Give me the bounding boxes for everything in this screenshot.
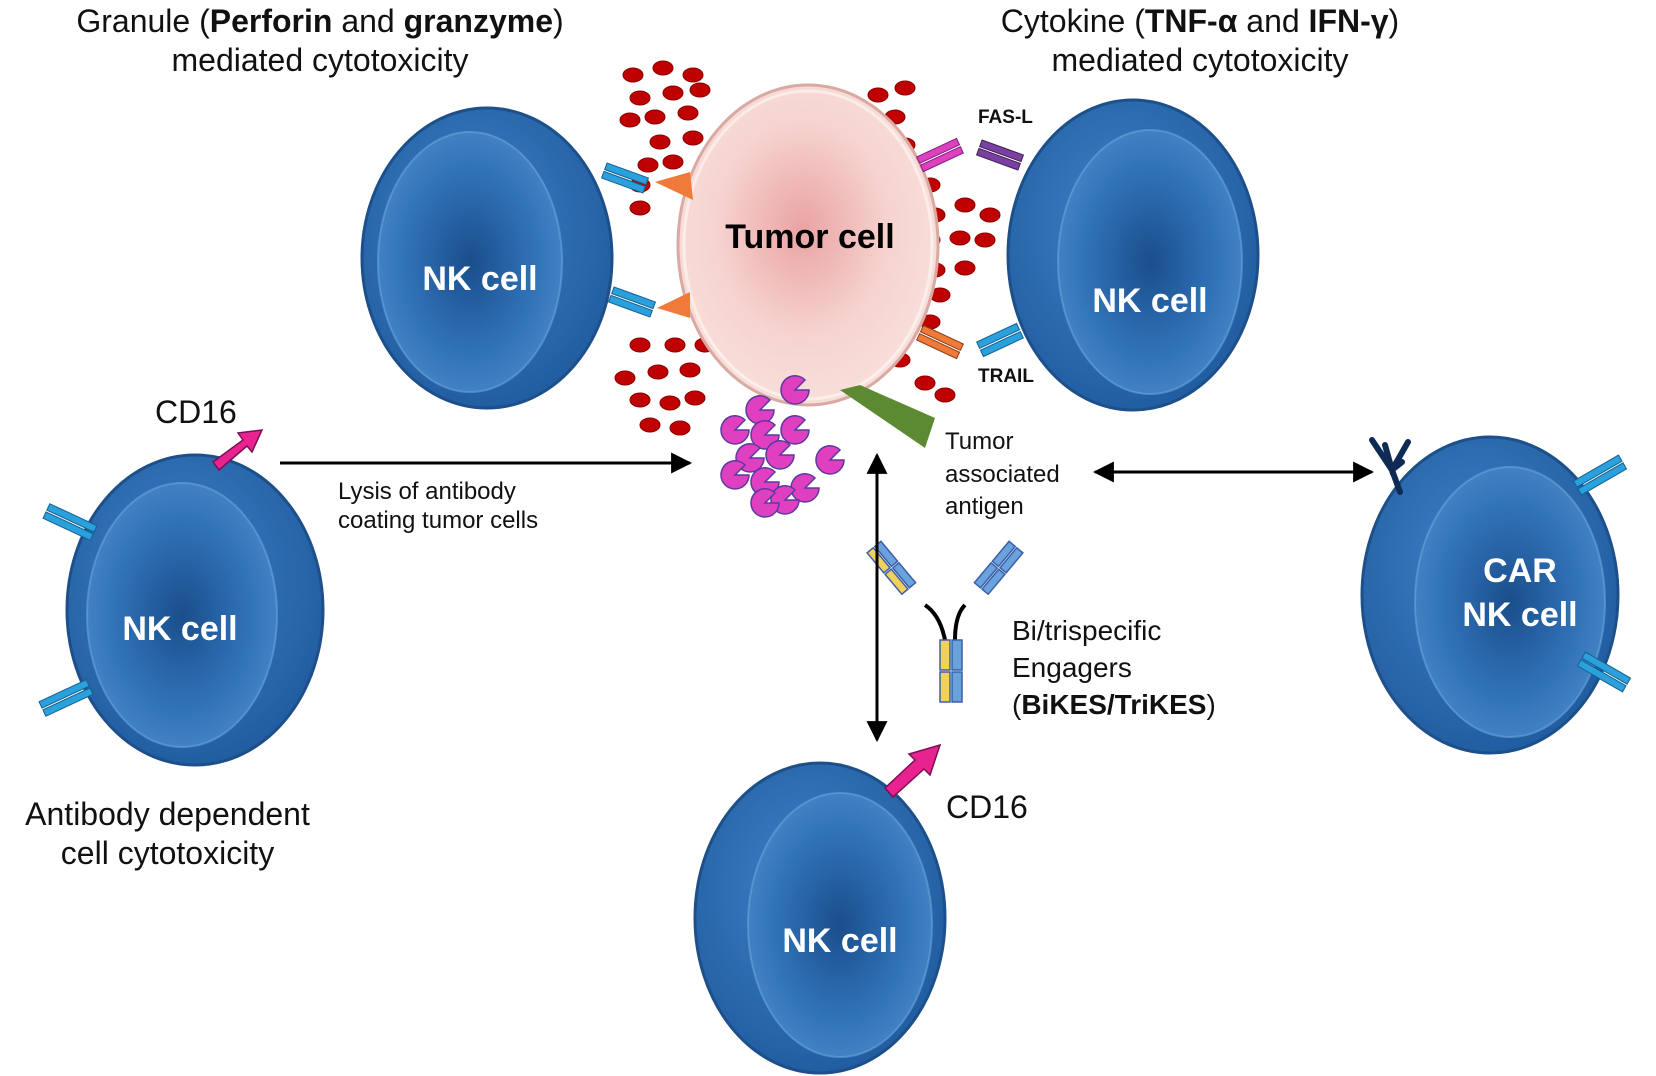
bike-bold: BiKES/TriKES bbox=[1021, 689, 1207, 721]
perforin-fragments bbox=[720, 375, 845, 518]
nk-label-bottom: NK cell bbox=[782, 922, 898, 960]
nk-cell-top-right bbox=[1006, 98, 1260, 412]
nk-label-top-right: NK cell bbox=[1092, 282, 1208, 320]
trail-receptor bbox=[916, 324, 964, 360]
car-label-line1: CAR bbox=[1483, 552, 1557, 590]
fasl-ligand bbox=[975, 139, 1025, 171]
granules-left bbox=[614, 60, 721, 436]
nk-cell-left bbox=[65, 453, 325, 767]
tumor-cell-label: Tumor cell bbox=[725, 218, 895, 256]
cytokine-tnf: TNF-α bbox=[1144, 3, 1238, 39]
receptor-left-upper bbox=[42, 503, 98, 541]
bike-pre: ( bbox=[1012, 689, 1022, 721]
adcc-line2: cell cytotoxicity bbox=[60, 835, 275, 872]
granule-line2: mediated cytotoxicity bbox=[171, 42, 469, 79]
car-receptor-icon bbox=[1369, 437, 1411, 495]
tumor-cell bbox=[676, 83, 940, 407]
cd16-arrow-bottom bbox=[883, 743, 942, 799]
bike-line1: Bi/trispecific bbox=[1012, 615, 1162, 646]
cd16-arrow-left bbox=[211, 429, 264, 472]
car-nk-label: CAR NK cell bbox=[1440, 550, 1600, 637]
cytokine-line2: mediated cytotoxicity bbox=[1051, 42, 1349, 79]
receptor-top-left-upper bbox=[600, 162, 650, 194]
nk-cell-bottom bbox=[693, 761, 947, 1075]
bike-engager-icon bbox=[866, 540, 1024, 703]
receptor-left-lower bbox=[38, 679, 94, 717]
nk-label-top-left: NK cell bbox=[422, 260, 538, 298]
cytokine-ifn: IFN-γ bbox=[1308, 3, 1389, 39]
car-nk-cell bbox=[1360, 435, 1620, 755]
tumor-antigen-shape bbox=[840, 385, 935, 448]
cytokine-title: Cytokine (TNF-α and IFN-γ) mediated cyto… bbox=[900, 2, 1500, 80]
lysis-line1: Lysis of antibody bbox=[338, 478, 516, 505]
granule-post: ) bbox=[552, 3, 564, 39]
trail-ligand bbox=[976, 322, 1024, 358]
lysis-line2: coating tumor cells bbox=[338, 507, 539, 535]
cd16-label-left: CD16 bbox=[155, 394, 237, 430]
bike-line2: Engagers bbox=[1012, 652, 1132, 684]
death-receptor-upper bbox=[916, 137, 964, 173]
bike-post: ) bbox=[1206, 689, 1216, 721]
cd16-label-bottom: CD16 bbox=[946, 789, 1028, 825]
granule-pre: Granule ( bbox=[76, 3, 210, 39]
trail-label: TRAIL bbox=[978, 366, 1034, 387]
car-label-line2: NK cell bbox=[1462, 595, 1578, 634]
granule-and: and bbox=[332, 3, 404, 39]
taa-label: Tumor associated antigen bbox=[945, 426, 1060, 524]
taa-line1: Tumor bbox=[945, 428, 1014, 455]
granule-perforin: Perforin bbox=[209, 3, 333, 39]
taa-line2: associated bbox=[945, 460, 1060, 488]
adcc-line1: Antibody dependent bbox=[25, 796, 310, 832]
adcc-label: Antibody dependent cell cytotoxicity bbox=[0, 795, 335, 873]
nk-label-left: NK cell bbox=[122, 610, 238, 648]
granule-granzyme: granzyme bbox=[403, 3, 553, 39]
cytokine-post: ) bbox=[1388, 3, 1400, 39]
nk-cell-top-left bbox=[360, 106, 614, 410]
ligand-top-left-lower bbox=[657, 292, 690, 318]
receptor-top-left-lower bbox=[607, 286, 657, 318]
receptor-car-upper bbox=[1572, 454, 1628, 496]
receptor-car-lower bbox=[1576, 651, 1632, 693]
taa-line3: antigen bbox=[945, 493, 1024, 521]
cytokine-and: and bbox=[1237, 3, 1309, 39]
fasl-label: FAS-L bbox=[978, 107, 1033, 128]
bike-label: Bi/trispecific Engagers (BiKES/TriKES) bbox=[1012, 612, 1216, 724]
lysis-label: Lysis of antibody coating tumor cells bbox=[338, 477, 538, 536]
granule-title: Granule (Perforin and granzyme) mediated… bbox=[0, 2, 640, 80]
cytokine-pre: Cytokine ( bbox=[1000, 3, 1145, 39]
ligand-top-left-upper bbox=[655, 172, 693, 200]
